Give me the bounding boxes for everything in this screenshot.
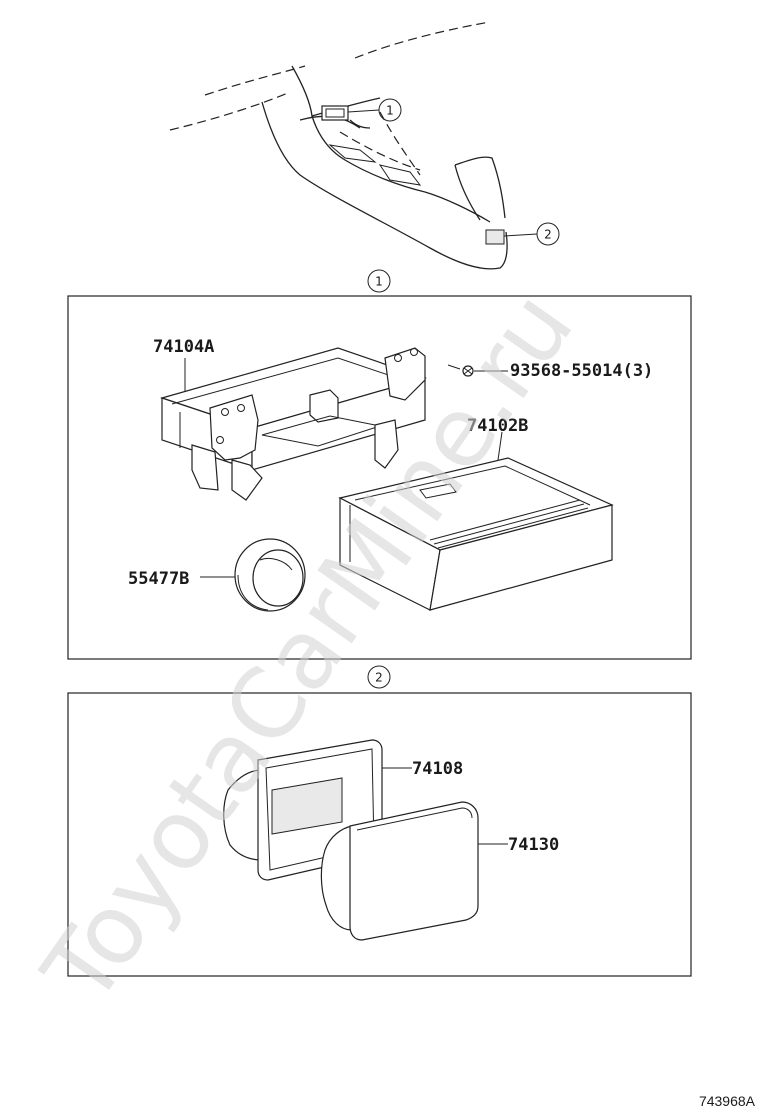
part-74104A-drawing xyxy=(159,347,427,501)
section-2-marker-label: 2 xyxy=(375,671,383,685)
section-1-marker xyxy=(367,269,391,293)
part-label-74104A: 74104A xyxy=(153,337,214,357)
console-overview-sketch: 1 2 xyxy=(169,21,560,270)
part-93568-55014-screw-icon xyxy=(447,364,474,377)
callout-label-1: 1 xyxy=(386,104,394,118)
callout-circle-1 xyxy=(378,98,402,122)
section-2-marker xyxy=(367,665,391,689)
part-label-55477B: 55477B xyxy=(128,569,189,589)
part-label-74130: 74130 xyxy=(508,835,559,855)
callout-label-2: 2 xyxy=(544,228,552,242)
part-55477B-drawing xyxy=(234,538,306,612)
part-74102B-drawing xyxy=(338,457,614,611)
part-label-74108: 74108 xyxy=(412,759,463,779)
part-label-74102B: 74102B xyxy=(467,416,528,436)
part-74130-drawing xyxy=(320,801,479,941)
part-label-93568-55014: 93568-55014(3) xyxy=(510,361,653,381)
callout-circle-2 xyxy=(536,222,560,246)
section-1-marker-label: 1 xyxy=(375,275,383,289)
console-box-location-marker xyxy=(485,229,505,245)
section-1-frame xyxy=(67,295,692,660)
diagram-code: 743968A xyxy=(699,1093,756,1109)
section-2-frame xyxy=(67,692,692,977)
